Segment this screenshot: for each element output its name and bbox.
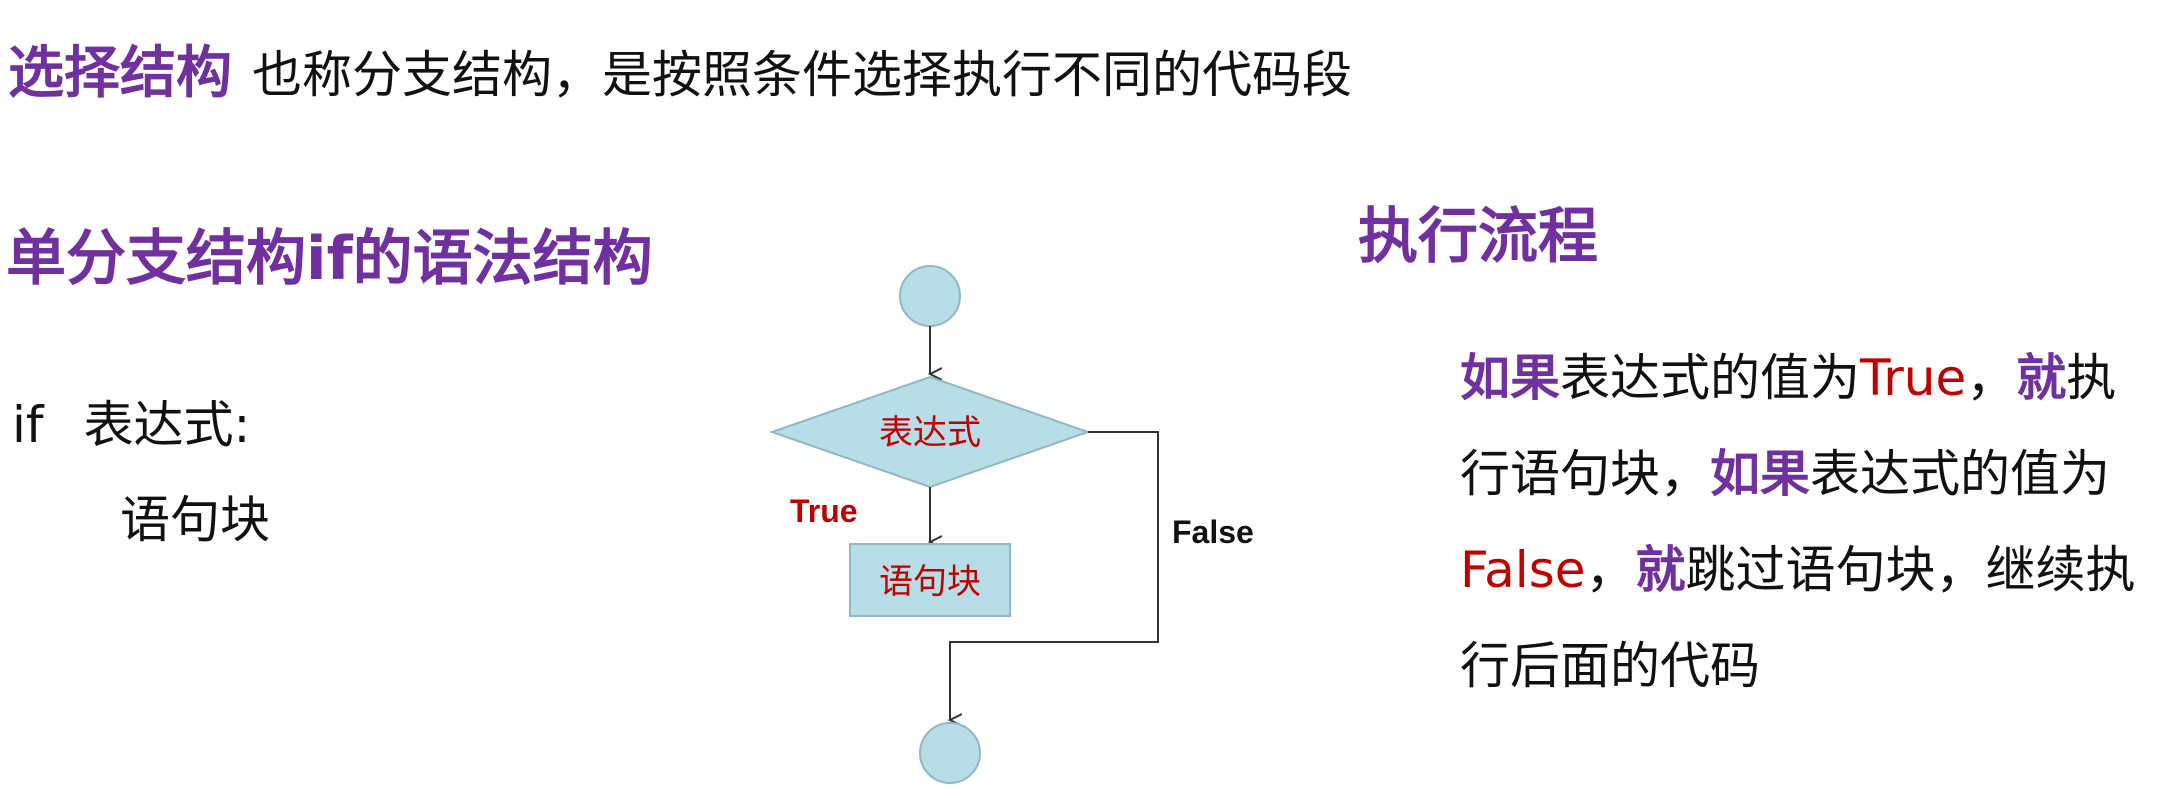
page-title: 选择结构 <box>8 41 232 106</box>
flow-explanation: 如果表达式的值为True，就执 行语句块，如果表达式的值为 False，就跳过语… <box>1460 330 2170 714</box>
explanation-line-3: False，就跳过语句块，继续执 <box>1460 522 2170 618</box>
true-value: True <box>1860 349 1967 407</box>
title-line: 选择结构也称分支结构，是按照条件选择执行不同的代码段 <box>8 28 1352 109</box>
arrow-false-branch <box>950 431 1159 720</box>
syntax-if-line: if 表达式: <box>12 385 250 457</box>
statement-block-label: 语句块 <box>879 562 981 602</box>
flow-heading: 执行流程 <box>1358 202 1598 272</box>
syntax-heading: 单分支结构if的语法结构 <box>6 224 653 294</box>
explanation-text: 表达式的值为 <box>1810 445 2110 503</box>
if-keyword: if <box>12 396 44 454</box>
explanation-text: 表达式的值为 <box>1560 349 1860 407</box>
false-label: False <box>1172 514 1254 550</box>
page-subtitle: 也称分支结构，是按照条件选择执行不同的代码段 <box>252 46 1352 104</box>
explanation-text: 执 <box>2066 349 2117 407</box>
then-keyword-1: 就 <box>2016 349 2067 407</box>
explanation-text: 跳过语句块，继续执 <box>1685 541 2136 599</box>
if-keyword-1: 如果 <box>1460 349 1560 407</box>
explanation-text: ， <box>1966 349 2017 407</box>
explanation-text: 行语句块， <box>1460 445 1710 503</box>
explanation-line-1: 如果表达式的值为True，就执 <box>1460 330 2170 426</box>
true-label: True <box>790 493 858 529</box>
condition-text: 表达式: <box>83 396 251 454</box>
explanation-text: 行后面的代码 <box>1460 637 1760 695</box>
false-value: False <box>1460 541 1586 599</box>
end-node <box>919 722 981 784</box>
statement-block-node <box>849 543 1011 617</box>
flowchart: 表达式 True 语句块 False <box>768 265 1254 784</box>
explanation-line-4: 行后面的代码 <box>1460 618 2170 714</box>
explanation-text: ， <box>1585 541 1636 599</box>
condition-node-label: 表达式 <box>879 413 981 453</box>
if-keyword-2: 如果 <box>1710 445 1810 503</box>
explanation-line-2: 行语句块，如果表达式的值为 <box>1460 426 2170 522</box>
then-keyword-2: 就 <box>1635 541 1686 599</box>
start-node <box>899 265 961 327</box>
syntax-block-line: 语句块 <box>120 491 270 549</box>
